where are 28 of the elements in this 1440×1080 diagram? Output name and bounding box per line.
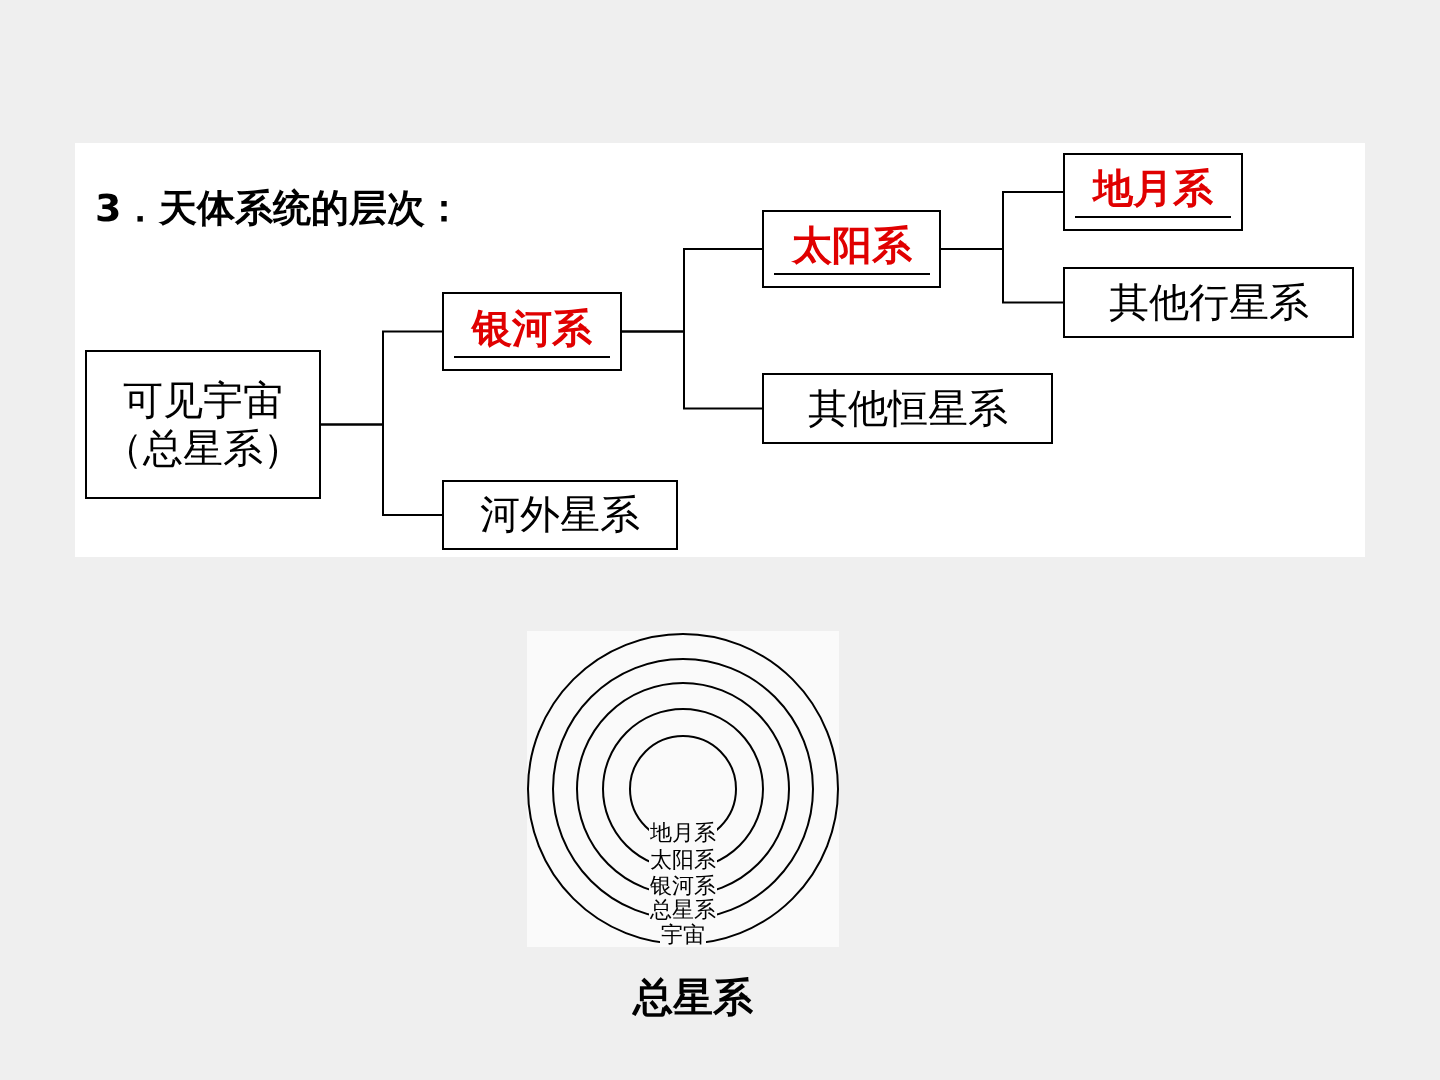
box-label: 太阳系 bbox=[773, 223, 930, 275]
ring-label: 宇宙 bbox=[660, 923, 706, 947]
category-box bbox=[442, 480, 678, 550]
ring-label: 总星系 bbox=[649, 898, 717, 922]
category-box bbox=[762, 210, 941, 288]
box-label: 其他行星系 bbox=[1108, 278, 1309, 327]
category-box bbox=[1063, 267, 1354, 338]
ring-label: 太阳系 bbox=[649, 848, 717, 872]
connector-line bbox=[940, 248, 1064, 304]
heading: 3．天体系统的层次： bbox=[95, 185, 464, 232]
ring-outline bbox=[629, 735, 737, 843]
category-box bbox=[762, 373, 1053, 444]
ring-outline bbox=[552, 658, 814, 920]
connector-line bbox=[621, 330, 763, 410]
box-label: 可见宇宙（总星系） bbox=[103, 376, 303, 473]
box-label: 其他恒星系 bbox=[807, 384, 1008, 433]
ring-label: 银河系 bbox=[649, 874, 717, 898]
box-label: 河外星系 bbox=[480, 491, 640, 539]
box-label: 地月系 bbox=[1075, 166, 1231, 218]
ring-outline bbox=[576, 682, 790, 896]
box-label: 银河系 bbox=[454, 305, 610, 358]
connector-line bbox=[320, 423, 443, 516]
category-box bbox=[1063, 153, 1243, 231]
category-box bbox=[85, 350, 321, 499]
ring-label: 地月系 bbox=[649, 821, 717, 845]
category-box bbox=[442, 292, 622, 371]
figure-caption: 总星系 bbox=[633, 972, 753, 1022]
ring-outline bbox=[602, 708, 764, 870]
